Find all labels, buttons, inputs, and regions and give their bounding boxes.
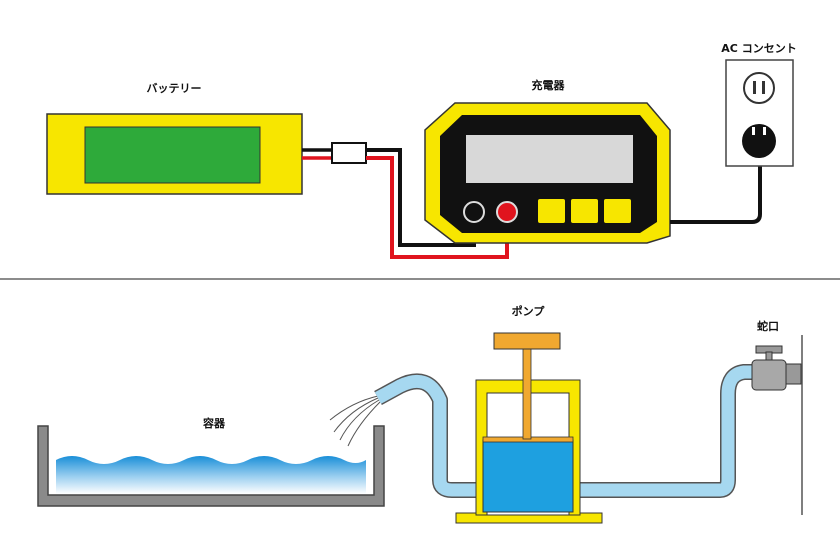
water-spray — [329, 395, 381, 447]
pump-rod — [522, 348, 532, 440]
pump-handle — [493, 332, 561, 350]
red-terminal — [496, 201, 518, 223]
black-terminal — [463, 201, 485, 223]
faucet — [751, 335, 803, 515]
battery — [46, 113, 303, 195]
connector — [331, 142, 367, 164]
ac-outlet — [725, 59, 794, 167]
container — [37, 425, 385, 507]
charger-label: 充電器 — [531, 79, 565, 92]
faucet-label: 蛇口 — [757, 320, 779, 333]
charger-button-1 — [538, 199, 565, 223]
power-cord — [670, 160, 762, 224]
battery-label: バッテリー — [146, 82, 202, 95]
pump-label: ポンプ — [511, 305, 545, 318]
plug — [742, 124, 776, 158]
charger-button-2 — [571, 199, 598, 223]
charger-screen — [466, 135, 633, 183]
pump-water — [482, 439, 574, 513]
pump — [455, 332, 603, 524]
outlet-label: AC コンセント — [721, 42, 797, 55]
charger-button-3 — [604, 199, 631, 223]
inlet-hose — [576, 364, 770, 498]
container-label: 容器 — [203, 417, 225, 430]
charger — [424, 102, 671, 244]
battery-wires — [302, 148, 332, 160]
